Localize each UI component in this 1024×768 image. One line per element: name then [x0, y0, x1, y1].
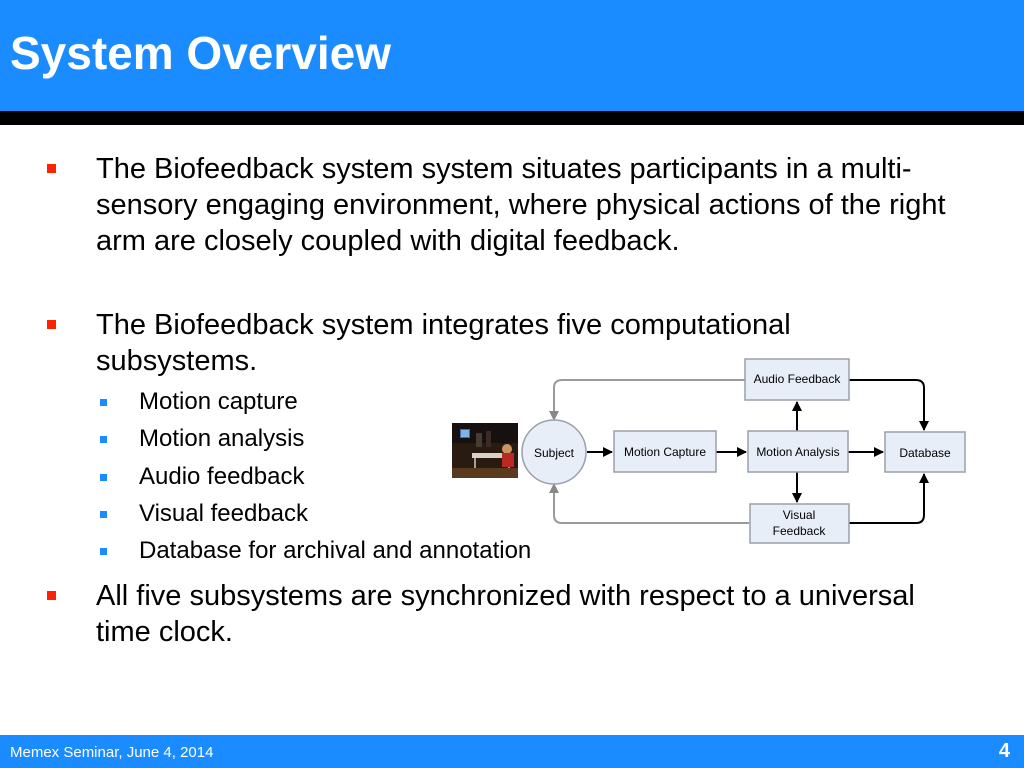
motion-capture-label: Motion Capture: [624, 445, 706, 459]
title-divider: [0, 111, 1024, 125]
lab-photo: [452, 423, 518, 478]
audio-feedback-label: Audio Feedback: [754, 372, 842, 386]
sub-bullet-marker: [100, 511, 107, 518]
sub-bullet-text: Audio feedback: [139, 463, 305, 490]
sub-bullet-marker: [100, 548, 107, 555]
sub-bullet-text: Motion analysis: [139, 425, 305, 452]
sub-bullet-marker: [100, 399, 107, 406]
bullet-text: All five subsystems are synchronized wit…: [96, 580, 915, 648]
database-node: Database: [884, 431, 966, 473]
visual-feedback-node: Visual Feedback: [749, 503, 850, 544]
sub-bullet-marker: [100, 436, 107, 443]
motion-analysis-label: Motion Analysis: [756, 445, 839, 459]
system-diagram: Subject Motion Capture Motion Analysis D…: [521, 358, 966, 544]
sub-bullet-text: Database for archival and annotation: [139, 537, 532, 564]
motion-capture-node: Motion Capture: [613, 430, 717, 473]
bullet-marker: [47, 591, 56, 600]
bullet-marker: [47, 320, 56, 329]
visual-feedback-label-line2: Feedback: [773, 524, 827, 538]
bullet-text: The Biofeedback system system situates p…: [96, 153, 946, 257]
lab-photo-image: [452, 423, 518, 478]
visual-to-database-arrow: [849, 473, 929, 524]
sub-bullet-text: Motion capture: [139, 388, 298, 415]
footer-text: Memex Seminar, June 4, 2014: [10, 744, 214, 761]
database-label: Database: [899, 446, 951, 460]
bullet-marker: [47, 164, 56, 173]
slide-title: System Overview: [10, 27, 392, 79]
title-bar: System Overview: [0, 0, 1024, 111]
audio-feedback-node: Audio Feedback: [744, 358, 850, 401]
motion-analysis-node: Motion Analysis: [747, 430, 849, 473]
sub-bullet-text: Visual feedback: [139, 500, 309, 527]
page-number: 4: [998, 740, 1010, 762]
subject-label: Subject: [534, 446, 575, 460]
subject-node: Subject: [521, 419, 587, 485]
visual-feedback-label-line1: Visual: [783, 508, 815, 522]
audio-to-subject-arrow: [549, 379, 745, 421]
bullet-text: The Biofeedback system integrates five c…: [96, 309, 791, 377]
sub-bullet-marker: [100, 474, 107, 481]
audio-to-database-arrow: [849, 379, 929, 431]
footer-bar: Memex Seminar, June 4, 2014 4: [0, 735, 1024, 768]
visual-to-subject-arrow: [549, 483, 749, 524]
